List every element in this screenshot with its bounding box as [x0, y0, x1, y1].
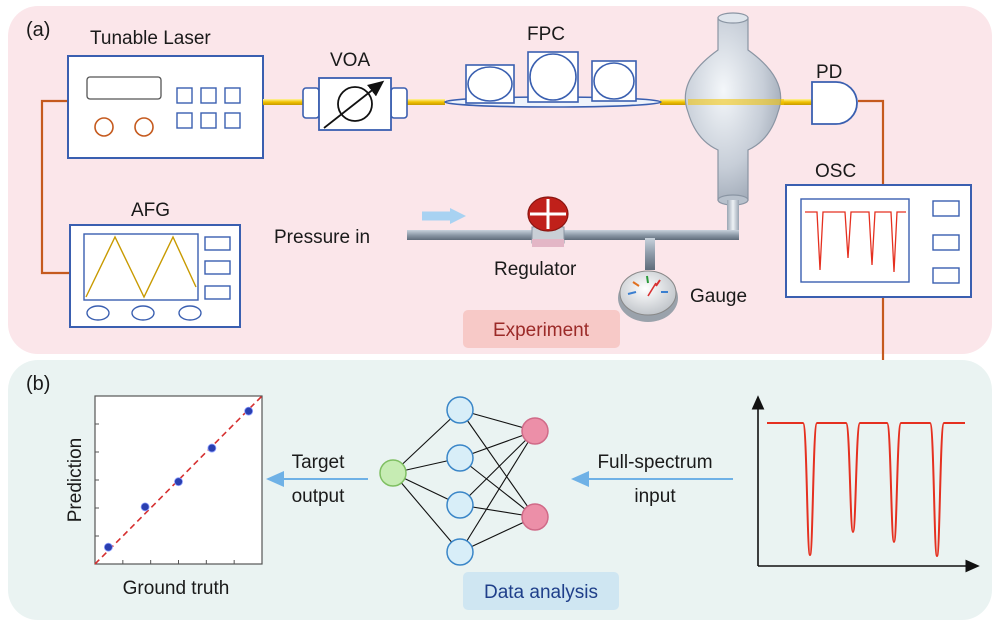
fpc — [444, 51, 662, 108]
prediction-scatter-plot — [94, 395, 263, 565]
gas-cell — [684, 12, 784, 232]
panel-a-label: (a) — [26, 19, 50, 41]
data-analysis-badge-text: Data analysis — [484, 582, 598, 603]
afg — [69, 224, 241, 328]
hidden-neuron — [446, 444, 474, 472]
input-neuron — [521, 417, 549, 445]
tunable-laser — [67, 55, 264, 159]
fiber-voa-fpc — [405, 99, 445, 105]
experiment-badge-text: Experiment — [493, 320, 590, 341]
data-point — [103, 542, 113, 552]
oscilloscope — [785, 184, 972, 298]
hidden-neuron — [446, 491, 474, 519]
input-neuron — [521, 503, 549, 531]
data-point — [207, 443, 217, 453]
tunable-laser-label: Tunable Laser — [90, 28, 211, 49]
pipe-to-gauge — [645, 238, 655, 270]
hidden-neuron — [446, 538, 474, 566]
voa — [302, 77, 408, 131]
fpc-label: FPC — [527, 24, 565, 45]
hidden-neuron — [446, 396, 474, 424]
full-spectrum-line2: input — [634, 486, 676, 507]
pressure-in-label: Pressure in — [274, 227, 370, 248]
data-point — [140, 502, 150, 512]
data-analysis-badge — [463, 572, 619, 610]
panel-b-label: (b) — [26, 373, 50, 395]
x-axis-label: Ground truth — [123, 578, 230, 599]
output-neuron — [379, 459, 407, 487]
osc-label: OSC — [815, 161, 856, 182]
data-point — [244, 406, 254, 416]
full-spectrum-line1: Full-spectrum — [597, 452, 712, 473]
spectrum-trace — [767, 422, 965, 558]
regulator — [527, 196, 569, 247]
afg-label: AFG — [131, 200, 170, 221]
target-output-line2: output — [292, 486, 346, 507]
scatter-points — [103, 406, 254, 552]
neural-network — [379, 396, 549, 566]
pressure-in-arrowhead — [450, 208, 466, 224]
pd-label: PD — [816, 62, 842, 83]
pressure-pipe — [407, 230, 739, 240]
regulator-label: Regulator — [494, 259, 577, 280]
target-output-line1: Target — [292, 452, 346, 473]
data-point — [174, 477, 183, 487]
transmission-spectrum — [751, 395, 980, 573]
y-axis-label: Prediction — [65, 438, 86, 523]
experiment-badge — [463, 310, 620, 348]
fiber-laser-voa — [263, 99, 305, 105]
plot-ticks — [95, 423, 235, 564]
voa-label: VOA — [330, 50, 370, 71]
laser-afg-wire — [40, 99, 70, 275]
pd-osc-wire — [858, 99, 885, 185]
gauge-label: Gauge — [690, 286, 747, 307]
pressure-gauge — [618, 270, 678, 322]
photodetector — [811, 81, 858, 125]
